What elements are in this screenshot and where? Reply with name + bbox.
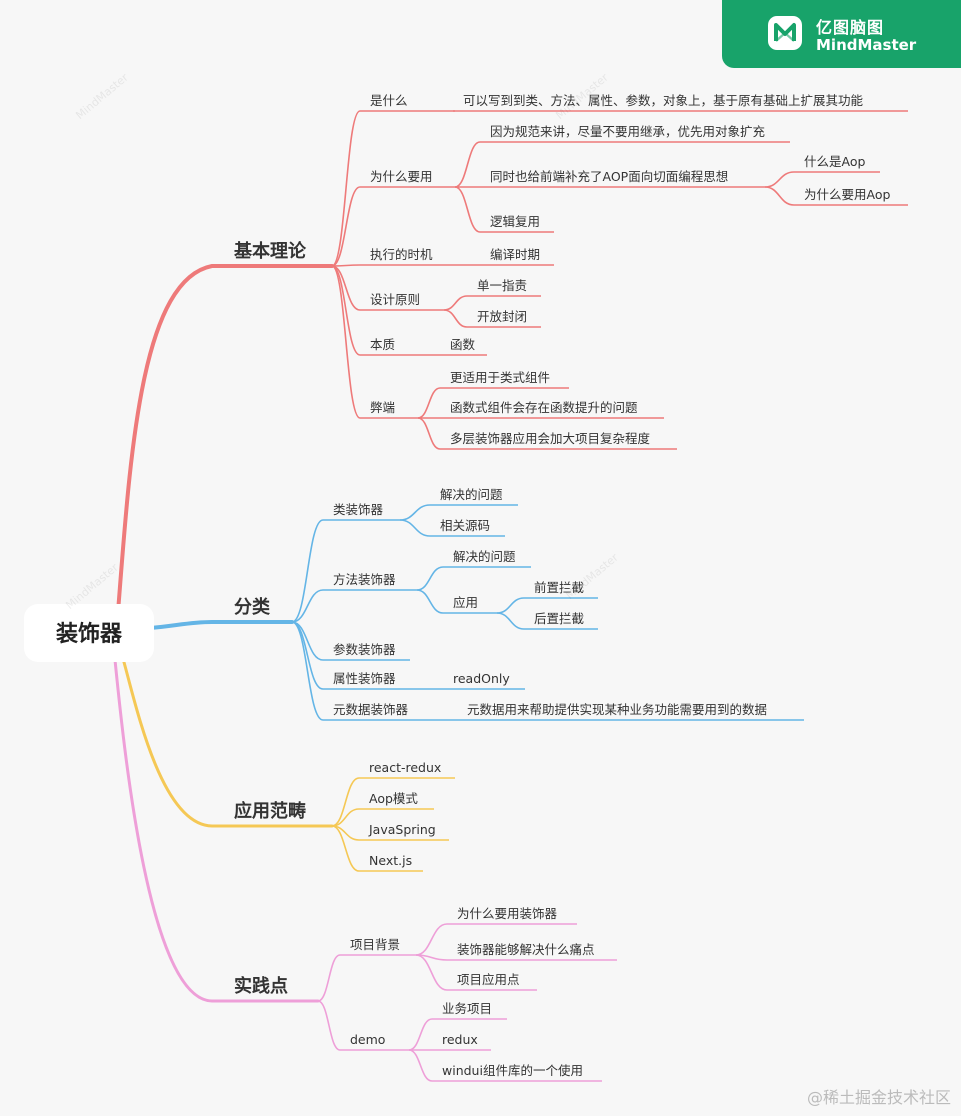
connector-line	[331, 110, 455, 267]
topic-node[interactable]: 设计原则	[370, 292, 420, 307]
topic-node[interactable]: 应用	[453, 595, 478, 610]
root-topic-box	[24, 604, 154, 662]
main-branch-line	[113, 658, 320, 1003]
topic-node[interactable]: 方法装饰器	[333, 572, 396, 587]
connector-line	[291, 589, 417, 623]
topic-node[interactable]: 项目背景	[350, 937, 400, 952]
connector-line	[454, 186, 554, 233]
topic-node[interactable]: 类装饰器	[333, 502, 384, 517]
connector-line	[399, 519, 505, 537]
connector-line	[443, 309, 541, 328]
topic-node[interactable]: 更适用于类式组件	[450, 370, 550, 385]
connector-layer	[113, 110, 908, 1082]
topic-node[interactable]: 本质	[370, 337, 395, 352]
main-branch-line	[148, 620, 294, 630]
topic-node[interactable]: 前置拦截	[534, 580, 584, 595]
mindmaster-badge[interactable]: 亿图脑图 MindMaster	[722, 0, 961, 68]
main-branch-line	[116, 264, 334, 614]
topic-node[interactable]: 单一指责	[477, 278, 527, 293]
topic-node[interactable]: 弊端	[370, 400, 395, 415]
topic-node[interactable]: 相关源码	[440, 518, 490, 533]
topic-node[interactable]: 为什么要用装饰器	[457, 906, 558, 921]
topic-node[interactable]: Aop模式	[369, 791, 418, 806]
topic-node[interactable]: 因为规范来讲，尽量不要用继承，优先用对象扩充	[490, 124, 765, 139]
topic-node[interactable]: 同时也给前端补充了AOP面向切面编程思想	[490, 169, 728, 184]
connector-line	[399, 504, 518, 521]
topic-node[interactable]: 函数	[450, 337, 476, 352]
connector-line	[317, 1000, 409, 1051]
topic-node[interactable]: 执行的时机	[370, 247, 433, 262]
connector-line	[764, 171, 880, 188]
topic-node[interactable]: 多层装饰器应用会加大项目复杂程度	[450, 431, 651, 446]
connector-line	[331, 265, 418, 419]
topic-node[interactable]: 参数装饰器	[333, 642, 396, 657]
brand-name-en: MindMaster	[816, 36, 917, 54]
topic-node[interactable]: windui组件库的一个使用	[442, 1063, 583, 1078]
topic-node[interactable]: redux	[442, 1032, 478, 1047]
topic-node[interactable]: 什么是Aop	[804, 154, 865, 169]
topic-node[interactable]: 可以写到到类、方法、属性、参数，对象上，基于原有基础上扩展其功能	[463, 93, 864, 108]
topic-node[interactable]: 逻辑复用	[490, 214, 540, 229]
connector-line	[454, 141, 790, 188]
credit-text: @稀土掘金技术社区	[806, 1088, 951, 1107]
topic-node[interactable]: 元数据装饰器	[333, 702, 409, 717]
topic-node[interactable]: 项目应用点	[457, 972, 520, 987]
topic-node[interactable]: 开放封闭	[477, 309, 527, 324]
main-topic[interactable]: 实践点	[234, 975, 288, 997]
connector-line	[331, 808, 434, 827]
node-layer: 基本理论 是什么 可以写到到类、方法、属性、参数，对象上，基于原有基础上扩展其功能为…	[24, 93, 890, 1078]
topic-node[interactable]: 后置拦截	[534, 611, 584, 626]
topic-node[interactable]: 为什么要用Aop	[804, 187, 890, 202]
topic-node[interactable]: 解决的问题	[440, 487, 503, 502]
main-branch-line	[120, 653, 334, 828]
connector-line	[331, 825, 423, 872]
connector-line	[291, 519, 400, 623]
connector-line	[331, 265, 444, 311]
topic-node[interactable]: 解决的问题	[453, 549, 516, 564]
main-topic[interactable]: 基本理论	[233, 240, 307, 262]
topic-node[interactable]: 函数式组件会存在函数提升的问题	[450, 400, 638, 415]
main-topic[interactable]: 应用范畴	[234, 800, 306, 822]
topic-node[interactable]: JavaSpring	[368, 822, 436, 837]
connector-line	[496, 612, 598, 630]
connector-line	[417, 387, 569, 419]
connector-line	[415, 954, 537, 991]
topic-node[interactable]: 是什么	[370, 93, 408, 108]
connector-line	[408, 1049, 602, 1082]
connector-line	[416, 589, 497, 614]
connector-line	[496, 597, 598, 614]
connector-line	[291, 621, 430, 721]
topic-node[interactable]: 业务项目	[442, 1001, 492, 1016]
connector-line	[416, 566, 531, 591]
topic-node[interactable]: 为什么要用	[370, 169, 433, 184]
connector-line	[331, 265, 432, 356]
connector-line	[415, 923, 577, 956]
topic-node[interactable]: 装饰器能够解决什么痛点	[457, 942, 595, 957]
topic-node[interactable]: react-redux	[369, 760, 441, 775]
connector-line	[443, 295, 541, 311]
topic-node[interactable]: Next.js	[369, 853, 412, 868]
root-topic-label: 装饰器	[56, 621, 123, 647]
topic-node[interactable]: 元数据用来帮助提供实现某种业务功能需要用到的数据	[467, 702, 767, 717]
brand-name-cn: 亿图脑图	[816, 18, 885, 37]
connector-line	[331, 264, 455, 267]
connector-line	[417, 417, 677, 450]
connector-line	[764, 186, 908, 206]
topic-node[interactable]: demo	[350, 1032, 385, 1047]
main-topic[interactable]: 分类	[234, 596, 271, 618]
connector-line	[408, 1018, 507, 1051]
topic-node[interactable]: 属性装饰器	[333, 671, 396, 686]
connector-line	[331, 186, 455, 267]
root-topic[interactable]: 装饰器	[24, 604, 154, 662]
connector-line	[317, 954, 416, 1002]
topic-node[interactable]: 编译时期	[490, 247, 540, 262]
mindmaster-logo-icon	[768, 16, 802, 50]
topic-node[interactable]: readOnly	[453, 671, 510, 686]
connector-line	[331, 777, 455, 827]
